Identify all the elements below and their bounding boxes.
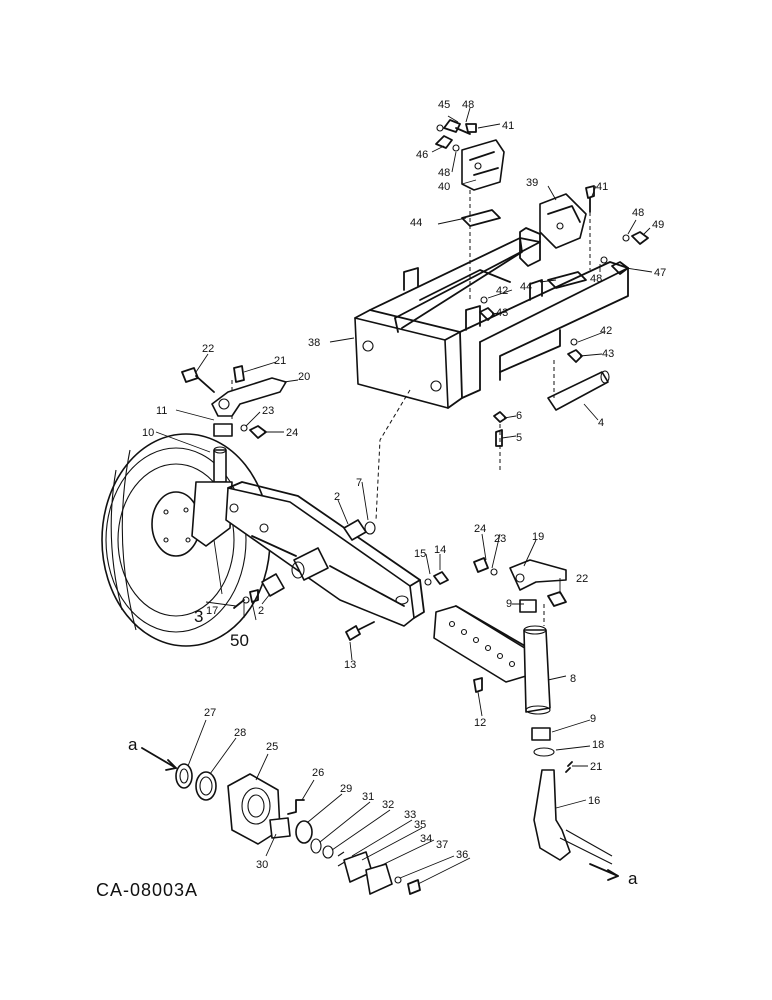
callout-3: 3 — [194, 607, 203, 626]
callout-16: 16 — [588, 795, 600, 807]
callout-31: 31 — [362, 791, 374, 803]
callout-9: 9 — [590, 713, 596, 725]
callout-13: 13 — [344, 659, 356, 671]
arrow-a-right — [589, 863, 619, 881]
callout-15: 15 — [414, 548, 426, 560]
callout-44: 44 — [520, 281, 532, 293]
callout-17: 17 — [206, 605, 218, 617]
arrow-a-left — [141, 747, 177, 771]
leader-lines — [155, 107, 653, 885]
callout-32: 32 — [382, 799, 394, 811]
shim-44-upper — [461, 209, 501, 227]
callout-36: 36 — [456, 849, 468, 861]
callout-40: 40 — [438, 181, 450, 193]
callout-48: 48 — [632, 207, 644, 219]
callout-48: 48 — [462, 99, 474, 111]
callout-49: 49 — [652, 219, 664, 231]
callout-46: 46 — [416, 149, 428, 161]
callout-30: 30 — [256, 859, 268, 871]
callout-8: 8 — [570, 673, 576, 685]
callout-22: 22 — [576, 573, 588, 585]
assembly-lines — [231, 190, 591, 626]
hub-assembly — [175, 763, 421, 895]
callout-2: 2 — [258, 605, 264, 617]
callout-45: 45 — [438, 99, 450, 111]
callout-43: 43 — [496, 307, 508, 319]
callout-38: 38 — [308, 337, 320, 349]
callout-29: 29 — [340, 783, 352, 795]
callout-35: 35 — [414, 819, 426, 831]
spindle-housing-8 — [523, 625, 551, 715]
callout-44: 44 — [410, 217, 422, 229]
callout-48: 48 — [438, 167, 450, 179]
callout-39: 39 — [526, 177, 538, 189]
callout-23: 23 — [494, 533, 506, 545]
bushing-2-upper — [343, 519, 376, 541]
callout-6: 6 — [516, 410, 522, 422]
callout-50: 50 — [230, 631, 249, 650]
arrow-label-a-left: a — [128, 735, 138, 754]
callout-12: 12 — [474, 717, 486, 729]
figure-code: CA-08003A — [96, 880, 198, 900]
callout-26: 26 — [312, 767, 324, 779]
axle-extension — [433, 605, 533, 683]
bushing-2-lower — [261, 573, 285, 597]
callout-42: 42 — [496, 285, 508, 297]
front-axle-beam — [225, 481, 425, 627]
pivot-pin-4 — [547, 370, 610, 411]
shim-44-lower — [547, 271, 587, 289]
callout-22: 22 — [202, 343, 214, 355]
callout-41: 41 — [502, 120, 514, 132]
bracket-39 — [539, 193, 587, 249]
callout-27: 27 — [204, 707, 216, 719]
callout-14: 14 — [434, 544, 446, 556]
callout-47: 47 — [654, 267, 666, 279]
callout-28: 28 — [234, 727, 246, 739]
callout-23: 23 — [262, 405, 274, 417]
callout-7: 7 — [356, 477, 362, 489]
fastener-bolts-top — [435, 119, 649, 447]
callout-20: 20 — [298, 371, 310, 383]
callout-24: 24 — [286, 427, 298, 439]
callout-34: 34 — [420, 833, 432, 845]
callout-37: 37 — [436, 839, 448, 851]
callout-2: 2 — [334, 491, 340, 503]
steering-arm-right-19 — [473, 557, 567, 613]
callout-10: 10 — [142, 427, 154, 439]
callout-21: 21 — [274, 355, 286, 367]
callout-9: 9 — [506, 598, 512, 610]
callout-21: 21 — [590, 761, 602, 773]
callout-33: 33 — [404, 809, 416, 821]
callout-42: 42 — [600, 325, 612, 337]
callout-4: 4 — [598, 417, 604, 429]
spindle-right-16 — [533, 761, 613, 865]
callout-25: 25 — [266, 741, 278, 753]
spindle-left-10 — [191, 446, 233, 547]
front-wheel-tire — [101, 433, 271, 647]
bolts-axle — [233, 571, 483, 693]
arrow-label-a-right: a — [628, 869, 638, 888]
callout-19: 19 — [532, 531, 544, 543]
callout-48: 48 — [590, 273, 602, 285]
callout-labels: 45 48 41 46 48 40 39 41 48 49 44 48 47 4… — [128, 99, 666, 888]
callout-18: 18 — [592, 739, 604, 751]
callout-43: 43 — [602, 348, 614, 360]
bushing-9-lower — [531, 727, 555, 757]
callout-5: 5 — [516, 432, 522, 444]
callout-11: 11 — [156, 405, 167, 417]
callout-41: 41 — [596, 181, 608, 193]
front-frame-assembly — [354, 227, 629, 409]
callout-24: 24 — [474, 523, 486, 535]
steering-arm-left-20 — [181, 365, 287, 439]
